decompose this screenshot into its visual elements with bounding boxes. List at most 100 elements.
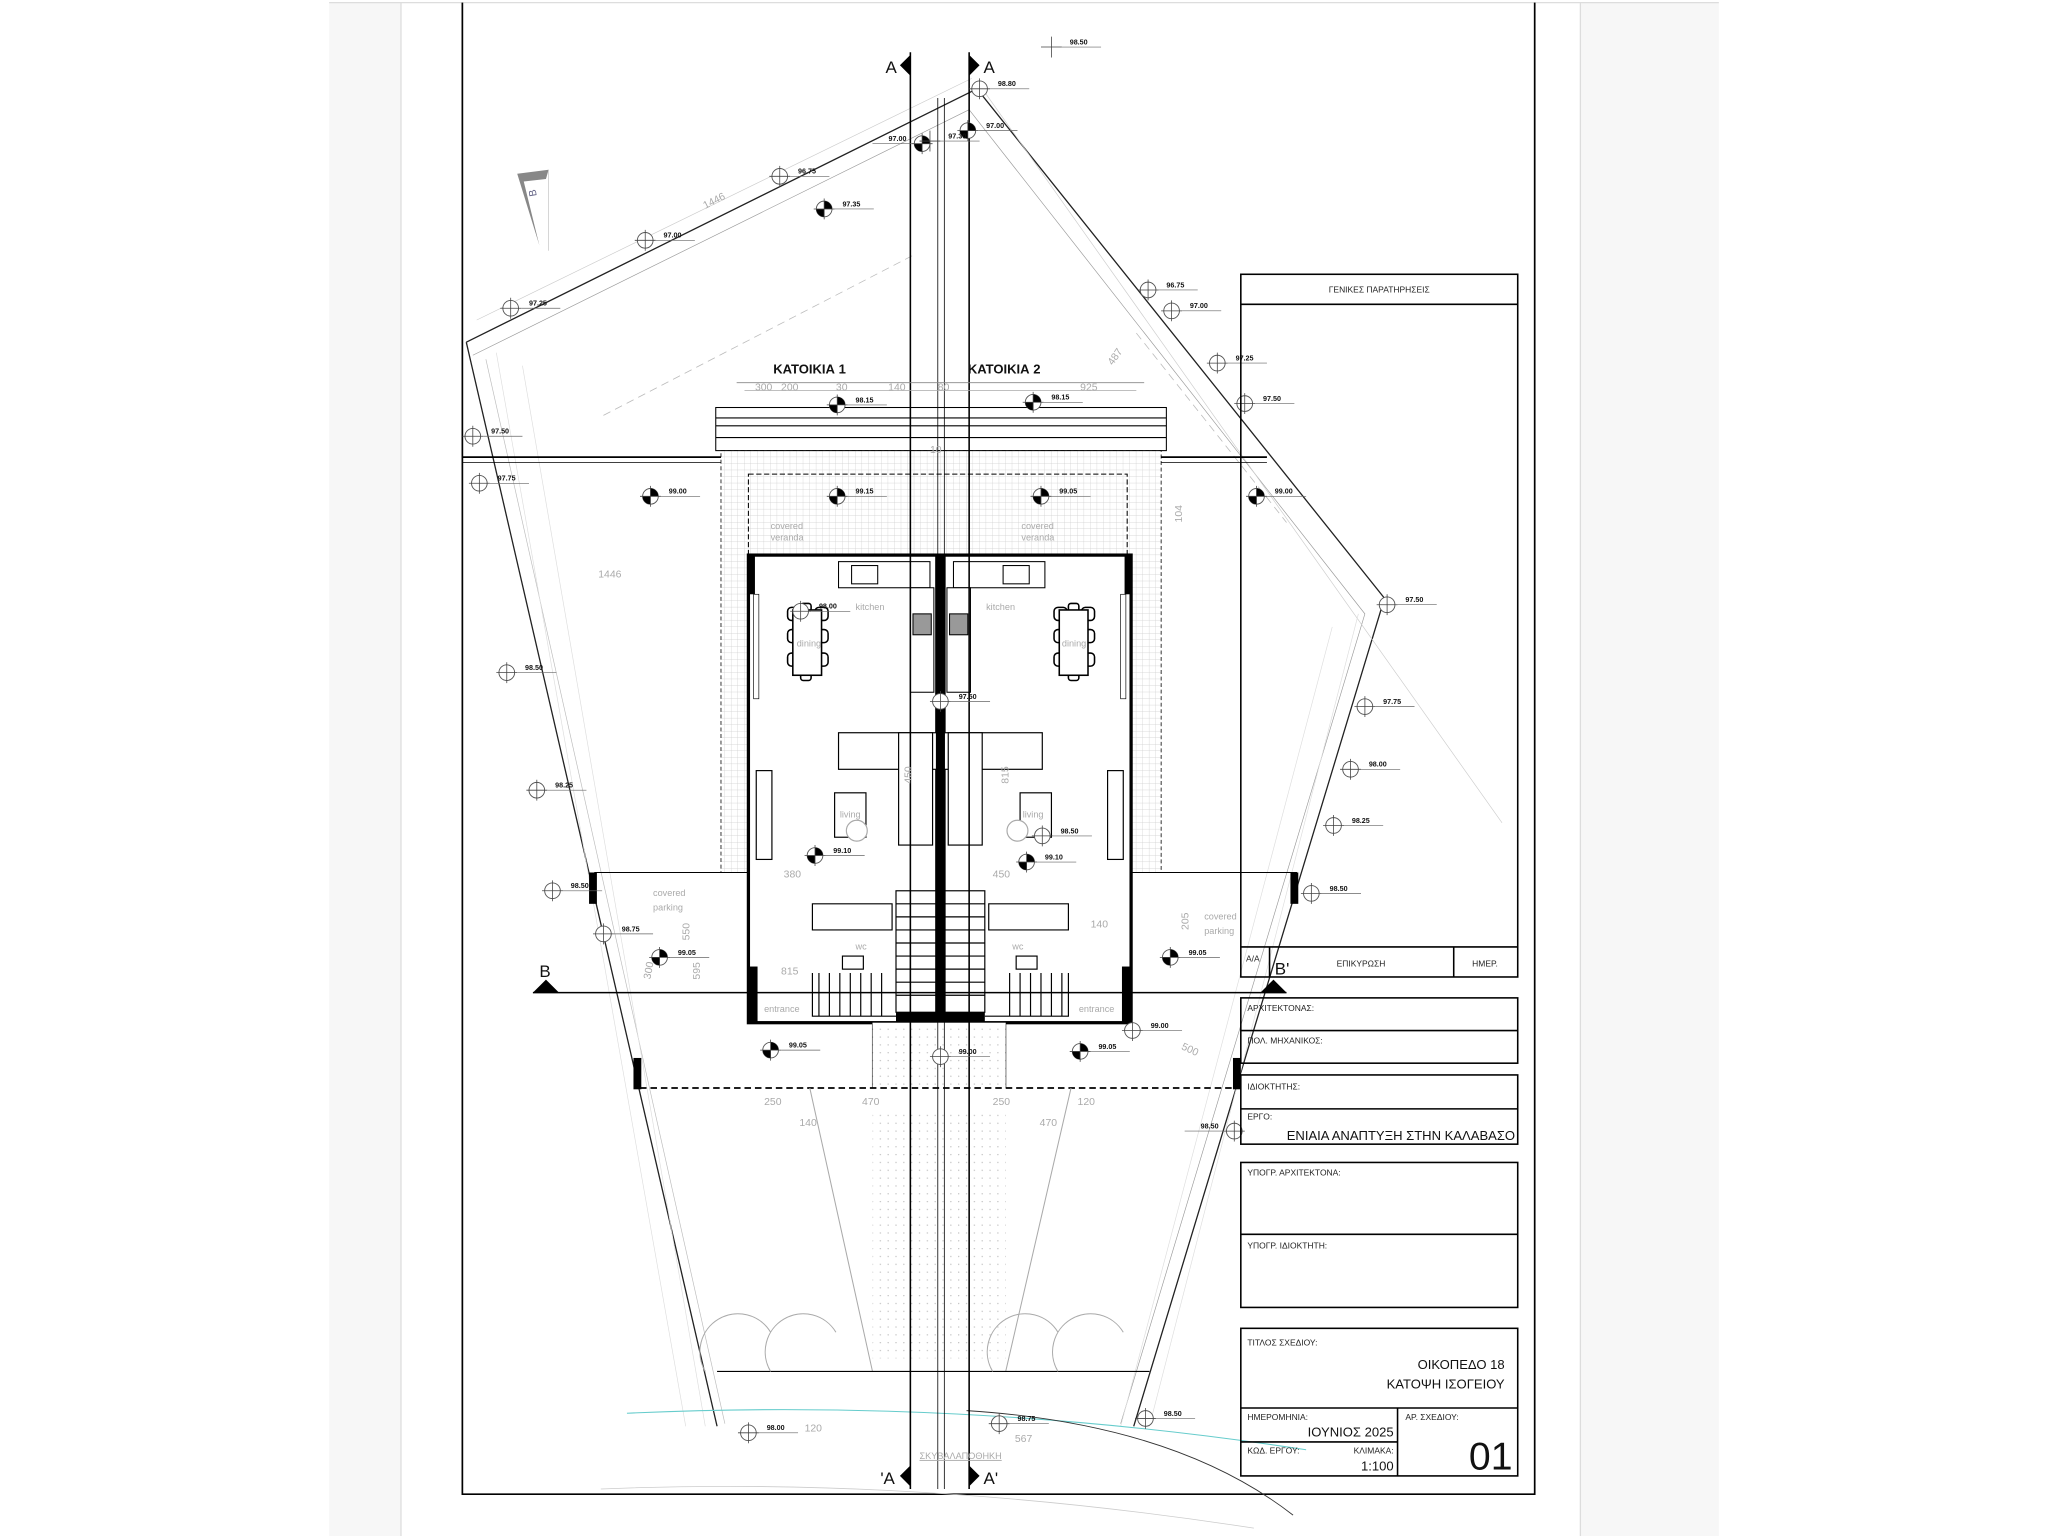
level-markers: 98.5098.8097.0097.0096.7597.3597.0097.25…: [462, 36, 1437, 1444]
dimension-label: 925: [1080, 383, 1098, 394]
level-value: 98.00: [819, 603, 837, 611]
kitchen-label-2: kitchen: [986, 602, 1015, 612]
title-block: [1240, 273, 1519, 1477]
wc-label-2: wc: [1011, 942, 1024, 952]
level-value: 97.50: [1263, 395, 1281, 403]
dimension-label: 300: [643, 961, 657, 980]
dimension-label: 550: [682, 923, 693, 941]
level-value: 97.00: [1190, 302, 1208, 310]
level-value: 97.00: [986, 122, 1004, 130]
drawing-no-label: ΑΡ. ΣΧΕΔΙΟΥ:: [1405, 1412, 1458, 1422]
existing-level-icon: 98.50: [1031, 825, 1092, 847]
wc-label-1: wc: [855, 942, 868, 952]
level-value: 99.05: [678, 949, 696, 957]
living-label-1: living: [840, 810, 861, 820]
existing-level-icon: 99.00: [929, 1046, 991, 1068]
level-value: 96.75: [798, 168, 816, 176]
dimension-label: 30: [836, 383, 848, 394]
drawing-title-label: ΤΙΤΛΟΣ ΣΧΕΔΙΟΥ:: [1247, 1337, 1317, 1347]
existing-level-icon: 98.50: [1135, 1408, 1196, 1429]
level-value: 98.50: [1201, 1122, 1219, 1130]
drawing-no-value: 01: [1469, 1435, 1513, 1478]
existing-level-icon: 98.00: [1340, 758, 1401, 780]
house-label-2: ΚΑΤΟΙΚΙΑ 2: [968, 362, 1041, 377]
existing-level-icon: 97.50: [929, 690, 991, 712]
site-boundary: [465, 78, 1503, 1529]
parking-label-3: covered: [1204, 912, 1236, 922]
viewer-margin-right: [1580, 2, 1719, 1536]
level-value: 98.00: [767, 1424, 785, 1432]
scale-value: 1:100: [1361, 1459, 1394, 1474]
dimension-label: 140: [799, 1118, 817, 1129]
level-value: 98.50: [1330, 885, 1348, 893]
level-value: 99.10: [1045, 853, 1063, 861]
level-value: 99.00: [1275, 488, 1293, 496]
existing-level-icon: 98.50: [1184, 1120, 1245, 1142]
level-value: 99.00: [959, 1048, 977, 1056]
owner-signature-label: ΥΠΟΓΡ. ΙΔΙΟΚΤΗΤΗ:: [1247, 1241, 1327, 1251]
dimension-label: 1446: [702, 191, 728, 211]
level-value: 98.50: [1164, 1410, 1182, 1418]
existing-level-icon: 97.25: [500, 297, 561, 319]
dining-label-2: dining: [1062, 639, 1086, 649]
proposed-level-icon: 99.05: [1030, 485, 1091, 507]
dimension-label: 380: [784, 870, 802, 881]
level-value: 98.75: [622, 925, 640, 933]
parking-area: [594, 871, 1297, 1372]
level-value: 99.05: [789, 1042, 807, 1050]
dimension-label: 815: [1000, 766, 1011, 784]
level-value: 98.75: [1017, 1415, 1035, 1423]
proposed-level-icon: 98.15: [826, 394, 887, 416]
proposed-level-icon: 97.00: [957, 120, 1018, 142]
dimension-label: 595: [692, 962, 703, 980]
north-arrow-label: B: [528, 189, 540, 198]
level-value: 99.10: [833, 847, 851, 855]
scale-label: ΚΛΙΜΑΚΑ:: [1354, 1446, 1394, 1456]
existing-level-icon: 98.50: [496, 662, 557, 684]
existing-level-icon: 98.25: [1323, 815, 1384, 836]
parking-label-2: parking: [653, 902, 683, 912]
existing-level-icon: 97.25: [1206, 352, 1267, 374]
dimension-label: 567: [1015, 1434, 1033, 1445]
section-label-b: B: [539, 962, 550, 981]
project-name: ΕΝΙΑΙΑ ΑΝΑΠΤΥΞΗ ΣΤΗΝ ΚΑΛΑΒΑΣΟ: [1287, 1128, 1515, 1143]
existing-level-icon: 96.75: [769, 165, 830, 187]
level-value: 97.50: [959, 693, 977, 701]
level-value: 99.00: [1151, 1022, 1169, 1030]
existing-level-icon: 98.75: [988, 1413, 1049, 1435]
existing-level-icon: 98.50: [1300, 882, 1361, 904]
level-value: 99.00: [669, 488, 687, 496]
dimension-label: 10: [930, 445, 942, 456]
project-code-label: ΚΩΔ. ΕΡΓΟΥ:: [1247, 1446, 1299, 1456]
level-value: 97.00: [888, 135, 906, 143]
section-label-a: 'A: [880, 1469, 895, 1488]
level-value: 97.50: [491, 428, 509, 436]
architect-signature-label: ΥΠΟΓΡ. ΑΡΧΙΤΕΚΤΟΝΑ:: [1247, 1168, 1340, 1178]
level-value: 98.00: [1369, 761, 1387, 769]
dimension-label: 500: [1179, 1042, 1200, 1059]
waste-store-label: ΣΚΥΒΑΛΑΠΟΘΗΚΗ: [920, 1451, 1002, 1461]
dining-label-1: dining: [797, 639, 821, 649]
level-value: 97.30: [948, 132, 966, 140]
level-value: 98.50: [1070, 38, 1088, 46]
general-notes-heading: ΓΕΝΙΚΕΣ ΠΑΡΑΤΗΡΗΣΕΙΣ: [1329, 285, 1430, 295]
dimension-label: 450: [904, 766, 915, 784]
level-value: 98.50: [1061, 827, 1079, 835]
date-value: ΙΟΥΝΙΟΣ 2025: [1308, 1425, 1394, 1440]
entrance-label-1: entrance: [764, 1004, 800, 1014]
existing-level-icon: 98.50: [542, 880, 603, 902]
level-value: 98.15: [856, 396, 874, 404]
proposed-level-icon: 99.10: [804, 845, 865, 866]
viewer-margin-left: [329, 2, 401, 1536]
veranda-label-4: veranda: [1021, 533, 1055, 543]
veranda-label-3: covered: [1021, 521, 1053, 531]
existing-level-icon: 98.75: [592, 923, 654, 945]
living-furniture: [755, 732, 1124, 861]
level-value: 97.75: [498, 475, 516, 483]
revision-no-header: Α/Α: [1246, 953, 1260, 963]
section-label-a: A': [984, 1469, 999, 1488]
level-value: 99.05: [1098, 1043, 1116, 1051]
proposed-level-icon: 99.05: [1069, 1040, 1130, 1062]
proposed-level-icon: 99.10: [1016, 851, 1077, 873]
level-value: 98.50: [571, 882, 589, 890]
